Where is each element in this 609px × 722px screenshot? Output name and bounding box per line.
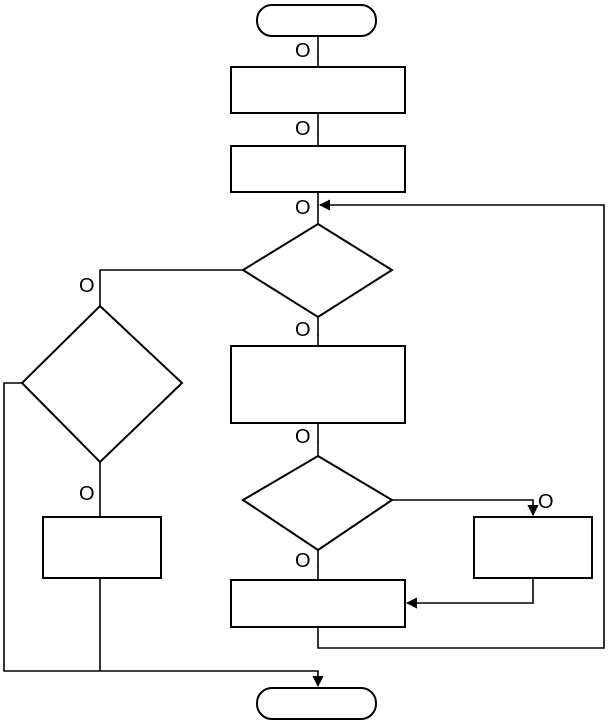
process-box-2 xyxy=(230,145,406,193)
connector-label-2: O xyxy=(295,118,311,140)
connector-label-9: O xyxy=(538,491,554,513)
edge-diamond1-to-left-diamond xyxy=(99,269,243,306)
edge-right-box-to-box4 xyxy=(405,578,534,609)
decision-diamond-2 xyxy=(241,454,394,552)
connector-tick-3: , xyxy=(316,323,320,339)
decision-diamond-left xyxy=(20,304,184,464)
start-terminal xyxy=(256,4,377,37)
process-box-left xyxy=(42,516,162,579)
connector-label-8: O xyxy=(79,483,95,505)
process-box-1 xyxy=(230,66,406,114)
connector-tick-1: , xyxy=(316,44,320,60)
connector-tick-2: , xyxy=(316,122,320,138)
connector-tick-5: , xyxy=(316,554,320,570)
process-box-right xyxy=(473,516,593,579)
edge-loop-back xyxy=(317,199,605,649)
process-box-4 xyxy=(230,579,406,628)
connector-label-4: O xyxy=(295,319,311,341)
decision-diamond-1 xyxy=(241,222,394,319)
connector-label-5: O xyxy=(295,426,311,448)
process-box-3 xyxy=(230,345,406,424)
connector-tick-4: , xyxy=(316,430,320,446)
end-terminal xyxy=(256,687,377,720)
connector-label-1: O xyxy=(295,40,311,62)
connector-label-3: O xyxy=(295,197,311,219)
edge-diamond2-to-right-box xyxy=(392,499,539,517)
connector-label-6: O xyxy=(295,550,311,572)
edge-merge-to-end xyxy=(100,670,324,688)
edge-left-diamond-exit xyxy=(3,382,100,672)
connector-label-7: O xyxy=(79,275,95,297)
